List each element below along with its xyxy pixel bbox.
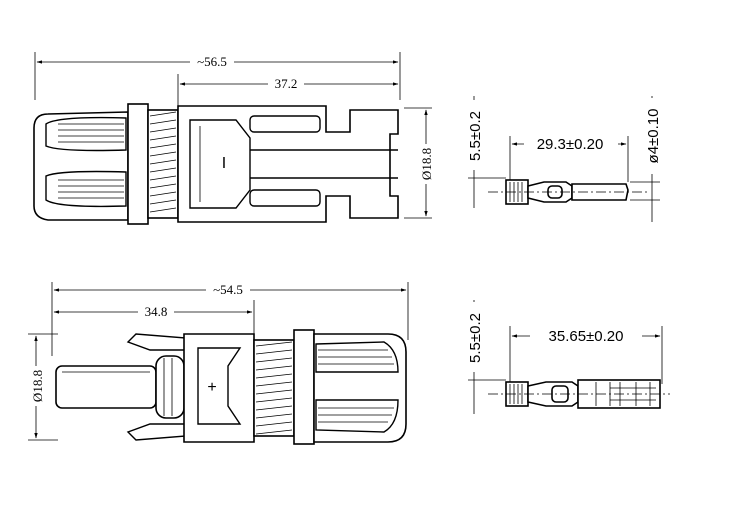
- male-connector-view: ~56.5 37.2 Ø18.8: [33, 52, 435, 225]
- male-polarity-marker: I: [222, 155, 226, 172]
- female-socket-height-dimension: 5.5±0.2: [466, 300, 506, 414]
- female-polarity-marker: +: [207, 379, 216, 396]
- male-pin-length-dimension: 29.3±0.20: [509, 134, 629, 182]
- female-collar: [155, 355, 185, 419]
- female-socket-length-label: 35.65±0.20: [549, 328, 624, 345]
- male-diameter-label: Ø18.8: [419, 148, 434, 180]
- female-latch-arm-bottom: [126, 423, 187, 441]
- male-marker-window: [189, 119, 251, 209]
- male-overall-length-dimension: ~56.5: [34, 52, 401, 100]
- female-housing: [183, 333, 255, 443]
- male-pin-diameter-label: ø4±0.10: [645, 109, 662, 164]
- female-diameter-label: Ø18.8: [30, 370, 45, 402]
- male-pin-length-label: 29.3±0.20: [537, 136, 604, 153]
- female-thread: [253, 339, 295, 437]
- male-thread: [147, 109, 179, 219]
- female-socket-view: 5.5±0.2 35.65±0.20: [466, 300, 670, 414]
- male-nut-flange: [127, 103, 149, 225]
- male-pin-view: 5.5±0.2 29.3±0.20 ø4±0.10: [466, 96, 662, 222]
- female-socket-body: [488, 379, 670, 409]
- male-pin-diameter-dimension: ø4±0.10: [630, 96, 662, 222]
- male-latch-slot-bottom: [249, 189, 321, 207]
- male-housing: [177, 105, 399, 223]
- female-partial-length-dimension: 34.8: [53, 300, 255, 336]
- male-overall-length-label: ~56.5: [197, 54, 227, 69]
- male-partial-length-dimension: 37.2: [177, 74, 399, 108]
- female-diameter-dimension: Ø18.8: [27, 333, 58, 441]
- female-socket-length-dimension: 35.65±0.20: [509, 326, 663, 384]
- female-overall-length-label: ~54.5: [213, 282, 243, 297]
- male-grip-ribs: [45, 116, 127, 208]
- female-socket-height-label: 5.5±0.2: [467, 313, 484, 363]
- male-pin-body: [488, 179, 648, 205]
- male-pin-height-dimension: 5.5±0.2: [466, 96, 506, 208]
- female-partial-length-label: 34.8: [145, 304, 168, 319]
- male-cap-nut: [33, 111, 129, 221]
- female-grip-ribs: [315, 341, 399, 433]
- female-connector-view: ~54.5 34.8 Ø18.8 +: [27, 280, 409, 445]
- male-latch-slot-top: [249, 115, 321, 133]
- male-partial-length-label: 37.2: [275, 76, 298, 91]
- female-marker-window: [197, 347, 242, 425]
- male-diameter-dimension: Ø18.8: [404, 107, 435, 219]
- female-latch-arm-top: [126, 333, 187, 351]
- female-overall-length-dimension: ~54.5: [51, 280, 409, 356]
- female-nut-flange: [293, 329, 315, 445]
- male-pin-height-label: 5.5±0.2: [467, 111, 484, 161]
